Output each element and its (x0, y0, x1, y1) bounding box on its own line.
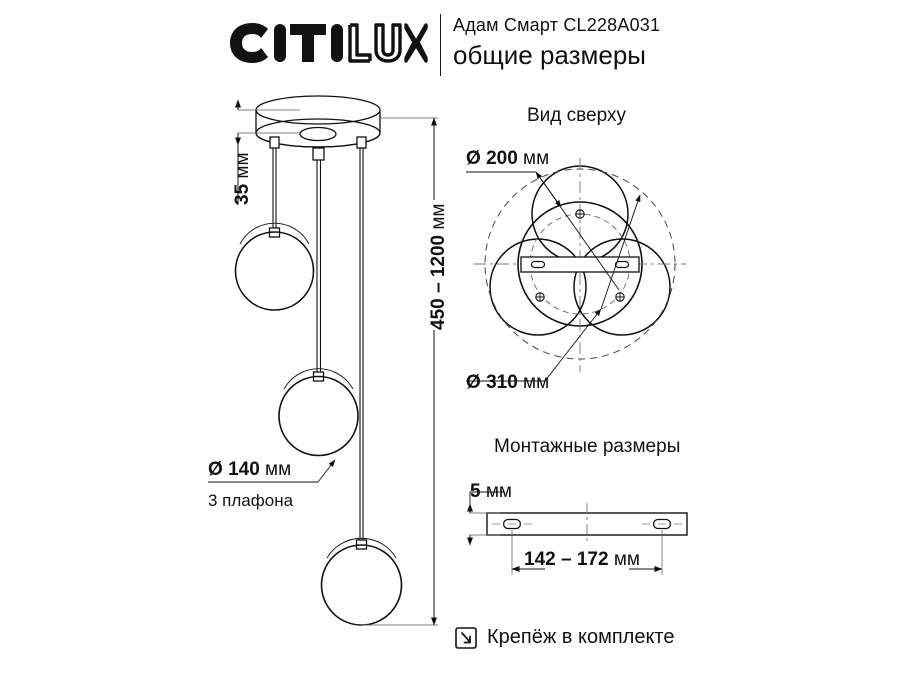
canopy-height-value: 35 (232, 183, 253, 205)
diameter-symbol-140: Ø (208, 459, 223, 480)
sheet-subtitle: общие размеры (453, 40, 646, 70)
plate-thickness-unit: мм (485, 481, 512, 502)
canopy-height-unit: мм (232, 152, 253, 179)
top-view-title: Вид сверху (527, 105, 626, 126)
base-diameter-value: 200 (486, 148, 518, 169)
overall-diameter-value: 310 (486, 372, 518, 393)
header-text-block: Адам Смарт CL228A031 общие размеры (453, 13, 660, 71)
suspension-range-dimension: 450 – 1200 мм (428, 204, 450, 331)
hole-spacing-dimension: 142 – 172 мм (524, 549, 640, 571)
plate-thickness-dimension: 5 мм (470, 481, 512, 503)
citilux-logo (228, 20, 428, 66)
diameter-symbol-200: Ø (466, 148, 481, 169)
hardware-included-text: Крепёж в комплекте (487, 626, 675, 648)
overall-diameter-dimension: Ø 310 мм (466, 372, 549, 394)
header-divider (440, 14, 441, 76)
suspension-range-value: 450 – 1200 (428, 234, 449, 330)
plate-thickness-value: 5 (470, 481, 481, 502)
hardware-included-note: Крепёж в комплекте (455, 626, 674, 649)
globe-diameter-dimension: Ø 140 мм (208, 459, 291, 481)
overall-diameter-unit: мм (523, 372, 550, 393)
arrow-into-box-icon (455, 626, 477, 649)
globe-diameter-value: 140 (228, 459, 260, 480)
hole-spacing-unit: мм (613, 549, 640, 570)
base-diameter-dimension: Ø 200 мм (466, 148, 549, 170)
suspension-range-unit: мм (428, 203, 449, 230)
mounting-section-title: Монтажные размеры (494, 436, 681, 457)
sheet-header: Адам Смарт CL228A031 общие размеры (0, 0, 900, 90)
globe-count-note: 3 плафона (208, 491, 294, 510)
diameter-symbol-310: Ø (466, 372, 481, 393)
hole-spacing-value: 142 – 172 (524, 549, 609, 570)
canopy-height-dimension: 35 мм (232, 152, 254, 205)
base-diameter-unit: мм (523, 148, 550, 169)
model-name: Адам Смарт CL228A031 (453, 15, 661, 35)
globe-diameter-unit: мм (265, 459, 292, 480)
